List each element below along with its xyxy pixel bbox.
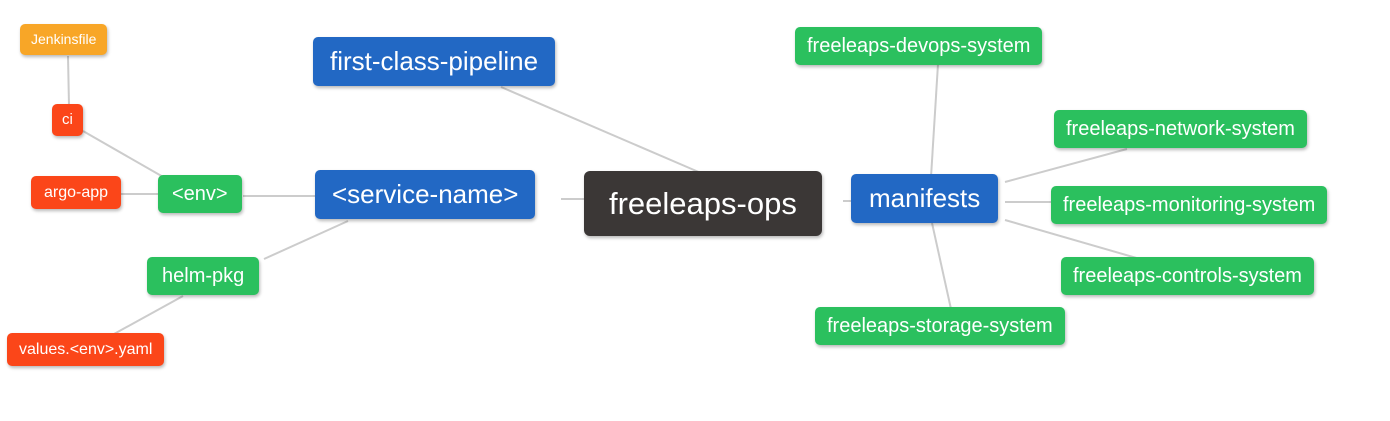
node-first-class-pipeline[interactable]: first-class-pipeline (313, 37, 556, 87)
node-manifests[interactable]: manifests (851, 174, 999, 224)
node-freeleaps-controls-system[interactable]: freeleaps-controls-system (1061, 257, 1314, 295)
edge-manifests-network (1004, 148, 1128, 183)
node-root-freeleaps-ops[interactable]: freeleaps-ops (584, 171, 822, 237)
node-freeleaps-monitoring-system[interactable]: freeleaps-monitoring-system (1051, 186, 1328, 224)
node-ci[interactable]: ci (52, 104, 83, 136)
node-freeleaps-devops-system[interactable]: freeleaps-devops-system (795, 27, 1043, 65)
edge-helm-pkg-service-name (263, 220, 349, 260)
node-values-env-yaml[interactable]: values.<env>.yaml (7, 333, 165, 367)
edge-manifests-controls (1004, 219, 1141, 260)
node-freeleaps-network-system[interactable]: freeleaps-network-system (1054, 110, 1307, 148)
edge-values-helm-pkg (113, 295, 184, 335)
node-freeleaps-storage-system[interactable]: freeleaps-storage-system (815, 307, 1065, 345)
edge-jenkinsfile-ci (67, 55, 70, 107)
node-jenkinsfile[interactable]: Jenkinsfile (20, 24, 108, 55)
node-env[interactable]: <env> (158, 175, 242, 213)
node-argo-app[interactable]: argo-app (31, 176, 122, 210)
edge-ci-env (82, 130, 166, 179)
edge-manifests-storage (931, 222, 952, 310)
edge-first-class-pipeline-root (500, 86, 702, 174)
node-helm-pkg[interactable]: helm-pkg (147, 257, 260, 295)
node-service-name[interactable]: <service-name> (315, 170, 536, 220)
edge-manifests-devops (930, 63, 939, 178)
